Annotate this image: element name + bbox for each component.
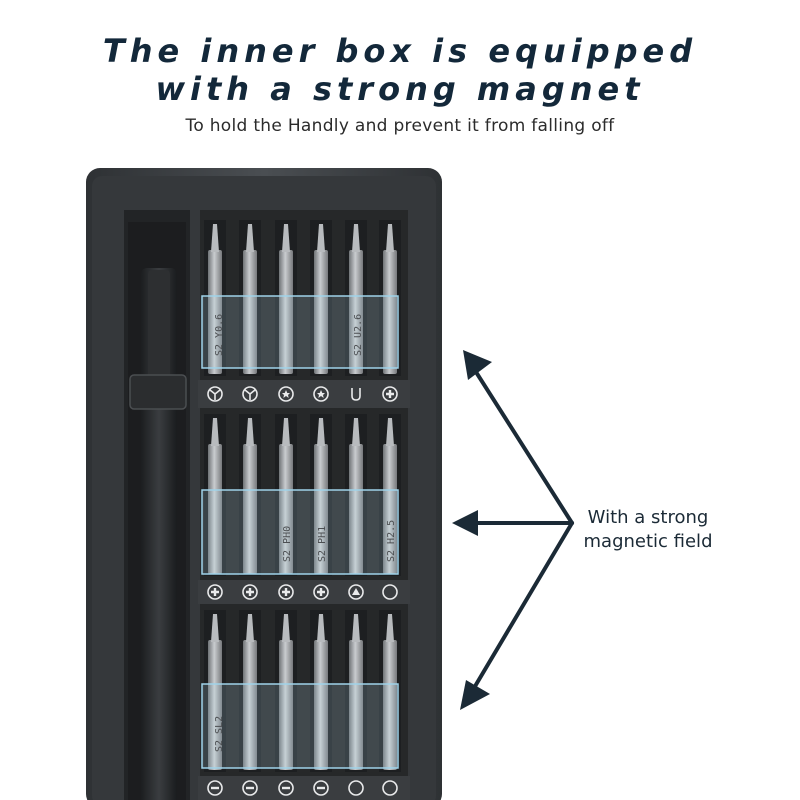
icon-strip-row-1	[198, 380, 410, 408]
hex-icon	[348, 780, 364, 796]
handle-tip	[148, 270, 170, 380]
screwdriver-bit[interactable]	[345, 610, 367, 772]
bit-tray-row-3	[200, 604, 408, 776]
plus-icon	[242, 584, 258, 600]
magnet-zone-row-3	[201, 683, 399, 769]
bit-label: S2 U2.6	[353, 314, 364, 356]
screwdriver-bit[interactable]	[204, 610, 226, 772]
magnet-zone-row-1	[201, 295, 399, 369]
u-icon	[351, 388, 361, 401]
minus-icon	[207, 780, 223, 796]
screwdriver-bit[interactable]	[379, 220, 401, 376]
screwdriver-bit[interactable]	[275, 220, 297, 376]
subtitle: To hold the Handly and prevent it from f…	[185, 116, 615, 136]
screwdriver-bit[interactable]	[239, 220, 261, 376]
arrow-head-down-icon	[460, 680, 490, 710]
callout-line-2: magnetic field	[583, 531, 713, 552]
screwdriver-bit[interactable]	[345, 414, 367, 576]
minus-icon	[313, 780, 329, 796]
cross-circle-icon	[382, 386, 398, 402]
icon-strip-row-2	[198, 580, 410, 604]
screwdriver-bit[interactable]	[379, 414, 401, 576]
plus-icon	[278, 584, 294, 600]
screwdriver-bit[interactable]	[275, 414, 297, 576]
headline-line-2: with a strong magnet	[155, 70, 645, 108]
y-icon	[242, 386, 258, 402]
screwdriver-bit[interactable]	[204, 414, 226, 576]
screwdriver-bit[interactable]	[239, 414, 261, 576]
magnet-arrows	[452, 350, 574, 710]
y-icon	[207, 386, 223, 402]
minus-icon	[278, 780, 294, 796]
screwdriver-bit[interactable]	[310, 414, 332, 576]
icon-strip-row-3	[198, 776, 410, 800]
bit-label: S2 H2.5	[386, 520, 397, 562]
magnetic-field-callout: With a strong magnetic field	[548, 506, 748, 554]
hex-icon	[382, 584, 398, 600]
screwdriver-bit[interactable]	[379, 610, 401, 772]
handle-clip	[129, 374, 187, 410]
plus-icon	[313, 584, 329, 600]
screwdriver-bit[interactable]	[204, 220, 226, 376]
bit-label: S2 SL2	[214, 716, 225, 752]
headline-line-1: The inner box is equipped	[102, 32, 698, 70]
arrow-shaft-down	[472, 521, 574, 690]
screwdriver-bit[interactable]	[345, 220, 367, 376]
bit-tray-row-1	[200, 210, 408, 380]
callout-line-1: With a strong	[587, 507, 709, 528]
screwdriver-bit[interactable]	[310, 220, 332, 376]
screwdriver-bit[interactable]	[310, 610, 332, 772]
triangle-icon	[348, 584, 364, 600]
bit-label: S2 PH1	[317, 526, 328, 562]
star-icon	[313, 386, 329, 402]
arrow-head-middle-icon	[452, 510, 478, 536]
hex-icon	[382, 780, 398, 796]
screwdriver-bit[interactable]	[275, 610, 297, 772]
bit-label: S2 PH0	[282, 526, 293, 562]
arrow-head-up-icon	[463, 350, 492, 380]
star-icon	[278, 386, 294, 402]
magnet-zone-row-2	[201, 489, 399, 575]
screwdriver-bit[interactable]	[239, 610, 261, 772]
bit-label: S2 Y0.6	[214, 314, 225, 356]
arrow-shaft-up	[474, 370, 574, 525]
bit-tray-row-2	[200, 408, 408, 580]
plus-icon	[207, 584, 223, 600]
minus-icon	[242, 780, 258, 796]
